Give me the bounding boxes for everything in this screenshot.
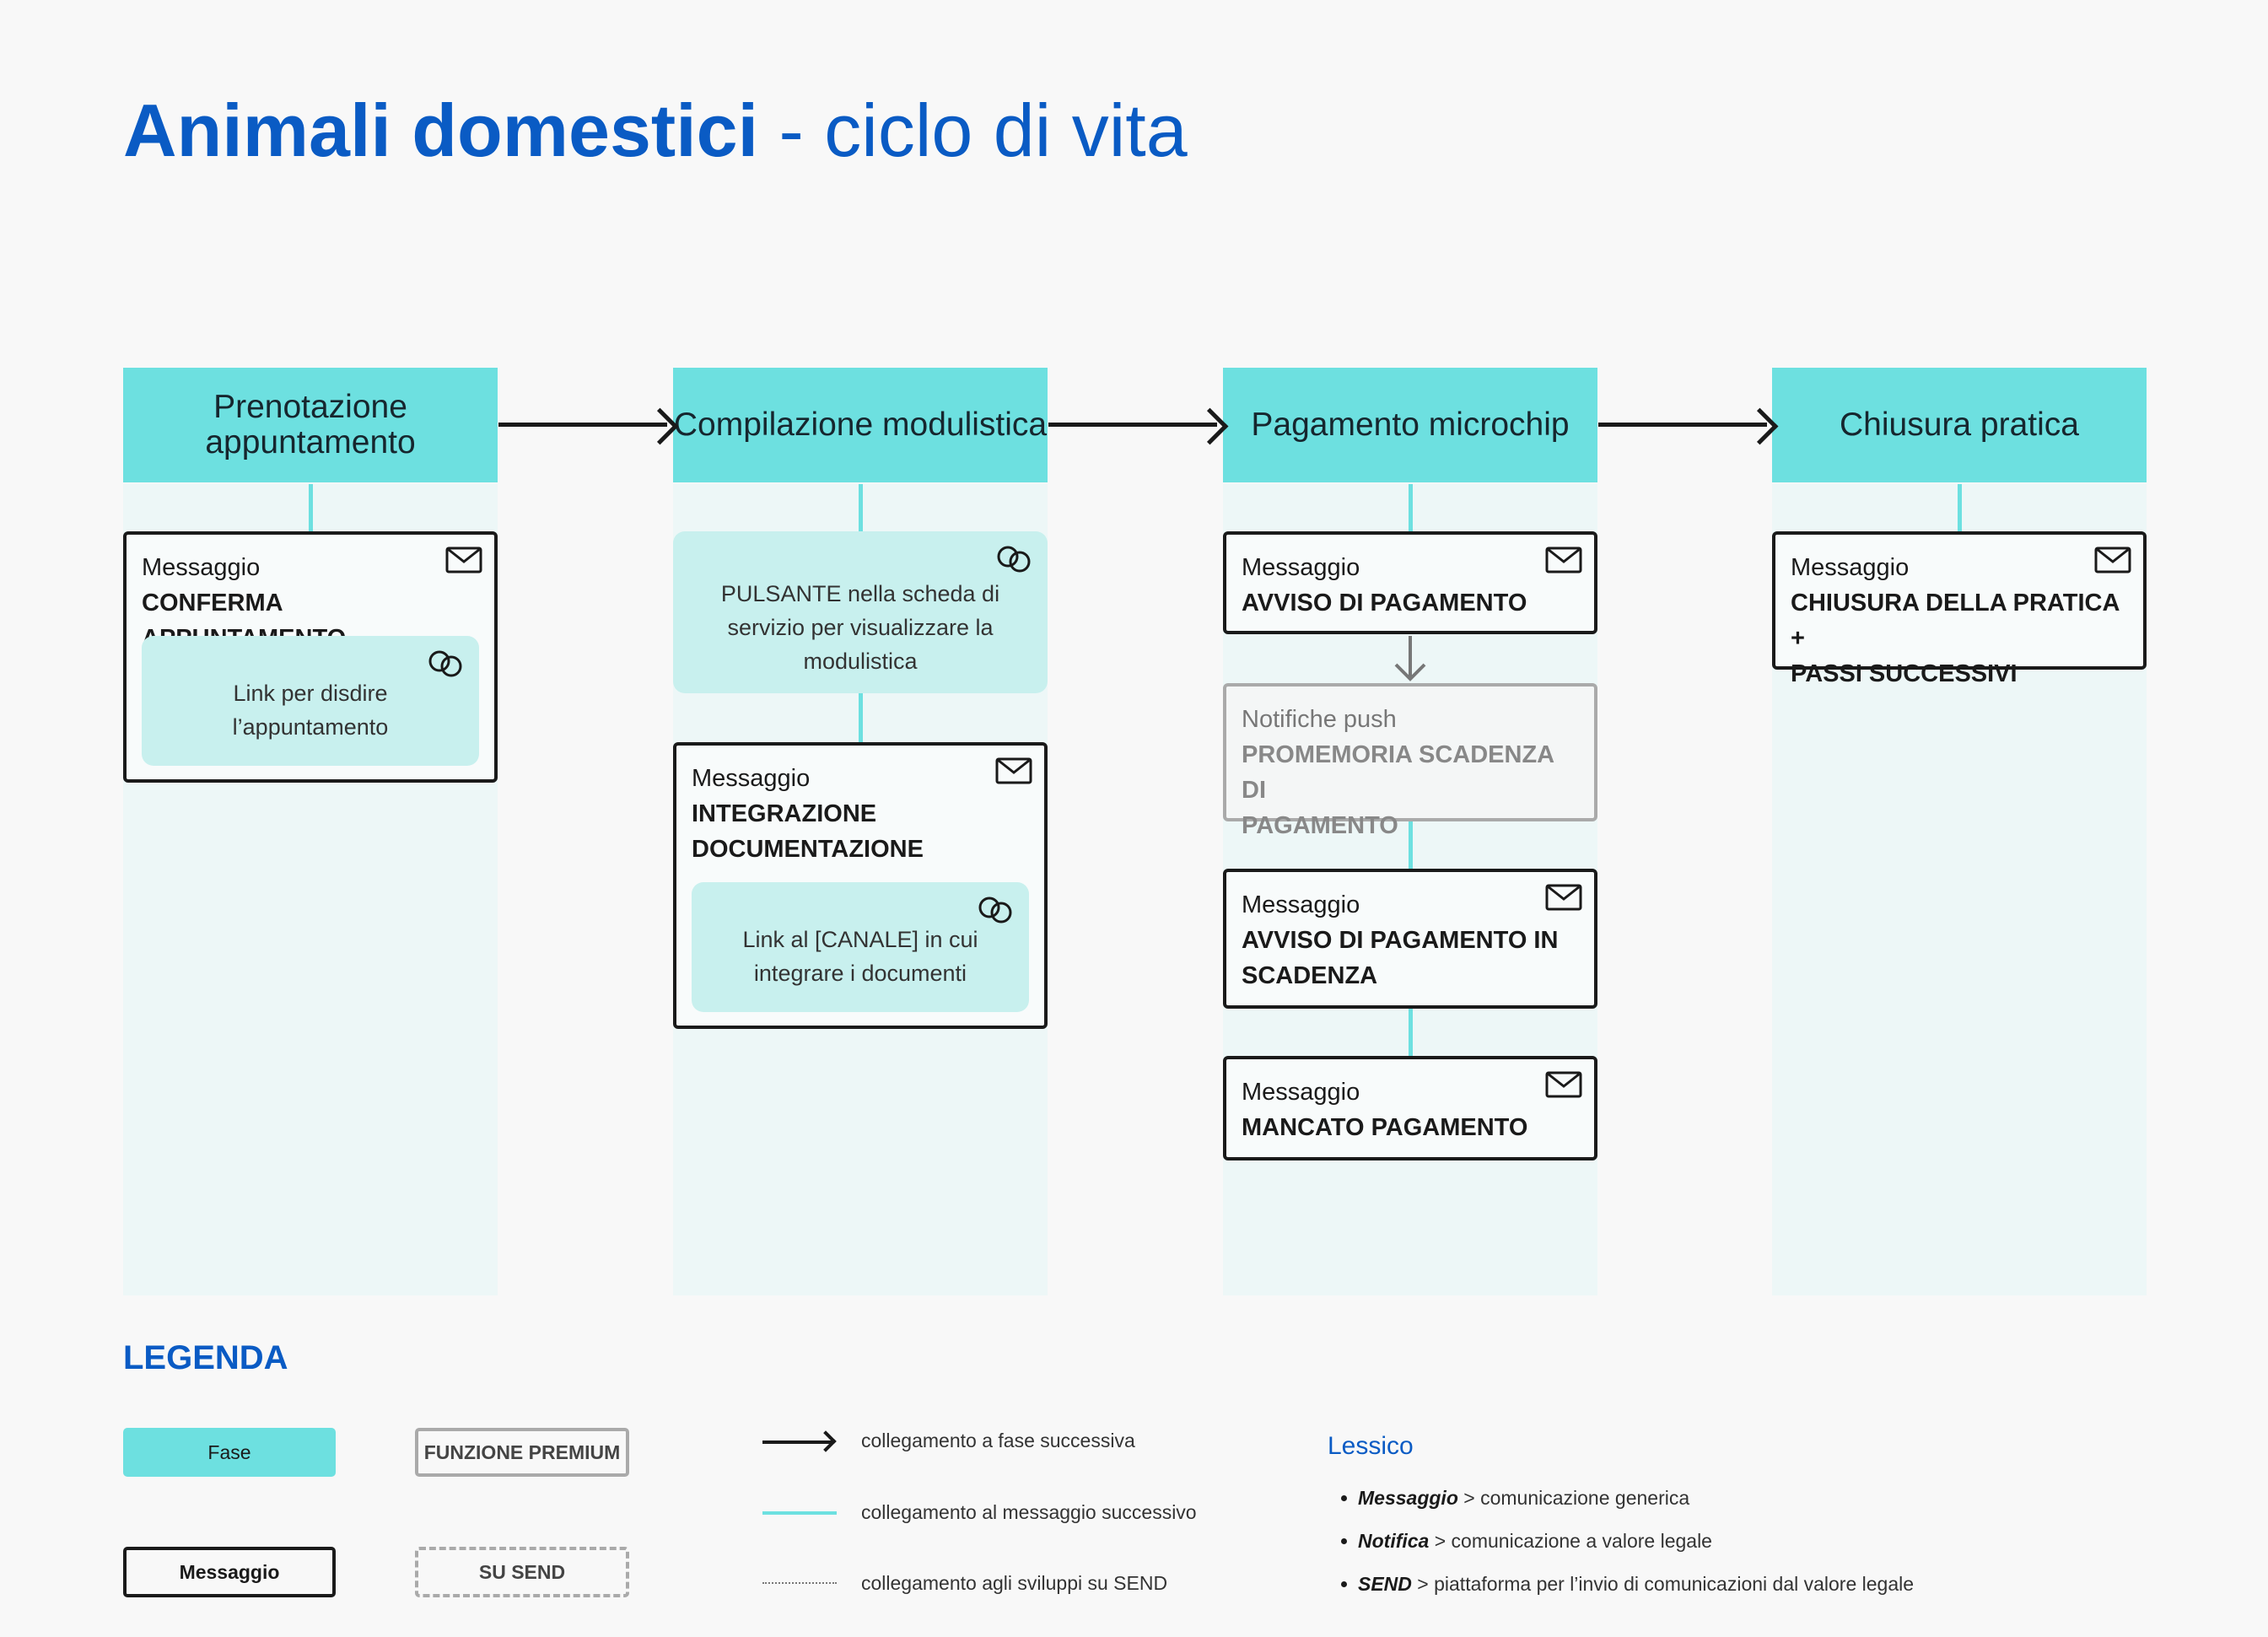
link-box-disdire[interactable]: Link per disdire l’appuntamento [142, 636, 479, 766]
message-name-line1: CHIUSURA DELLA PRATICA + [1791, 590, 2120, 652]
legend-dotted-line [762, 1582, 837, 1584]
lessico-item: Notifica > comunicazione a valore legale [1341, 1524, 1914, 1567]
message-kind: Messaggio [1242, 554, 1360, 581]
legend-title: LEGENDA [123, 1339, 288, 1376]
title-light: - ciclo di vita [778, 89, 1188, 172]
message-card-mancato: Messaggio MANCATO PAGAMENTO [1223, 1056, 1597, 1160]
message-card-scadenza: Messaggio AVVISO DI PAGAMENTO IN SCADENZ… [1223, 869, 1597, 1009]
legend-arrow-icon [762, 1440, 833, 1444]
connector-line [859, 693, 863, 742]
chain-link-icon [428, 650, 462, 677]
envelope-icon [1545, 547, 1582, 573]
envelope-icon [445, 547, 482, 573]
push-card-promemoria: Notifiche push PROMEMORIA SCADENZA DI PA… [1223, 683, 1597, 839]
arrow-right-icon [1598, 423, 1767, 427]
message-kind: Messaggio [692, 765, 811, 792]
lessico-desc: > comunicazione generica [1457, 1487, 1690, 1509]
connector-line [1409, 821, 1413, 869]
arrow-down-icon [1394, 636, 1426, 681]
link-box-canale[interactable]: Link al [CANALE] in cui integrare i docu… [692, 882, 1029, 1012]
legend-messaggio-label: Messaggio [179, 1560, 280, 1583]
phase-label: Compilazione modulistica [673, 407, 1048, 443]
lessico-desc: > piattaforma per l’invio di comunicazio… [1411, 1573, 1915, 1595]
legend-send-label: SU SEND [478, 1560, 566, 1583]
message-name-line2: SCADENZA [1242, 962, 1378, 989]
lessico-term: Messaggio [1358, 1487, 1458, 1509]
phase-label-line1: Prenotazione [213, 389, 407, 425]
phase-label: Chiusura pratica [1840, 407, 2079, 443]
message-kind: Messaggio [142, 554, 261, 581]
message-kind: Messaggio [1791, 554, 1910, 581]
envelope-icon [2094, 547, 2131, 573]
push-name-line1: PROMEMORIA SCADENZA DI [1242, 741, 1554, 804]
message-name-line1: AVVISO DI PAGAMENTO IN [1242, 927, 1559, 954]
lessico-title: Lessico [1328, 1432, 1414, 1460]
phase-label: Pagamento microchip [1251, 407, 1570, 443]
page-title: Animali domestici - ciclo di vita [123, 84, 1188, 177]
message-card-conferma: Messaggio CONFERMA APPUNTAMENTO Link per… [123, 531, 498, 783]
link-text: Link al [CANALE] in cui integrare i docu… [742, 927, 978, 986]
phase-pagamento: Pagamento microchip [1223, 368, 1597, 482]
phase-label-line2: appuntamento [205, 424, 416, 460]
link-text: Link per disdire l’appuntamento [232, 681, 389, 740]
message-kind: Messaggio [1242, 1079, 1360, 1106]
lessico-item: SEND > piattaforma per l’invio di comuni… [1341, 1567, 1914, 1610]
phase-chiusura: Chiusura pratica [1772, 368, 2147, 482]
message-name: AVVISO DI PAGAMENTO [1242, 590, 1527, 617]
legend-premium-label: FUNZIONE PREMIUM [423, 1440, 621, 1463]
legend-fase: Fase [123, 1428, 336, 1477]
legend-line [762, 1511, 837, 1515]
chain-link-icon [978, 897, 1012, 924]
connector-line [1409, 1009, 1413, 1056]
phase-prenotazione: Prenotazione appuntamento [123, 368, 498, 482]
chain-link-icon [997, 546, 1031, 573]
legend-messaggio: Messaggio [123, 1547, 336, 1597]
push-kind: Notifiche push [1242, 706, 1397, 733]
envelope-icon [1545, 884, 1582, 911]
legend-su-send: SU SEND [415, 1547, 629, 1597]
message-name-line1: INTEGRAZIONE [692, 800, 877, 827]
lessico-term: Notifica [1358, 1530, 1430, 1552]
envelope-icon [1545, 1071, 1582, 1098]
connector-line [1409, 484, 1413, 531]
legend-funzione-premium: FUNZIONE PREMIUM [415, 1428, 629, 1477]
message-card-chiusura: Messaggio CHIUSURA DELLA PRATICA + PASSI… [1772, 531, 2147, 687]
message-name-line2: DOCUMENTAZIONE [692, 836, 924, 863]
envelope-icon [995, 757, 1032, 784]
button-box-text: PULSANTE nella scheda di servizio per vi… [720, 581, 1000, 674]
legend-arrow-label: collegamento a fase successiva [861, 1430, 1135, 1451]
legend-fase-label: Fase [207, 1440, 251, 1463]
connector-line [1958, 484, 1962, 531]
lessico-term: SEND [1358, 1573, 1412, 1595]
legend-line-label: collegamento al messaggio successivo [861, 1501, 1197, 1523]
legend-dotted-label: collegamento agli sviluppi su SEND [861, 1572, 1168, 1594]
lessico-desc: > comunicazione a valore legale [1429, 1530, 1712, 1552]
arrow-right-icon [1048, 423, 1217, 427]
lessico-item: Messaggio > comunicazione generica [1341, 1481, 1914, 1524]
lessico-list: Messaggio > comunicazione generica Notif… [1341, 1481, 1914, 1610]
arrow-right-icon [498, 423, 667, 427]
connector-line [309, 484, 313, 531]
button-box-modulistica[interactable]: PULSANTE nella scheda di servizio per vi… [673, 531, 1048, 693]
legend-arrow-head [815, 1430, 837, 1452]
message-name-line2: PASSI SUCCESSIVI [1791, 660, 2017, 687]
connector-line [859, 484, 863, 531]
title-bold: Animali domestici [123, 89, 759, 172]
message-kind: Messaggio [1242, 891, 1360, 918]
message-card-integrazione: Messaggio INTEGRAZIONE DOCUMENTAZIONE Li… [673, 742, 1048, 1029]
phase-compilazione: Compilazione modulistica [673, 368, 1048, 482]
message-card-avviso: Messaggio AVVISO DI PAGAMENTO [1223, 531, 1597, 634]
push-name-line2: PAGAMENTO [1242, 812, 1398, 839]
message-name: MANCATO PAGAMENTO [1242, 1114, 1528, 1141]
